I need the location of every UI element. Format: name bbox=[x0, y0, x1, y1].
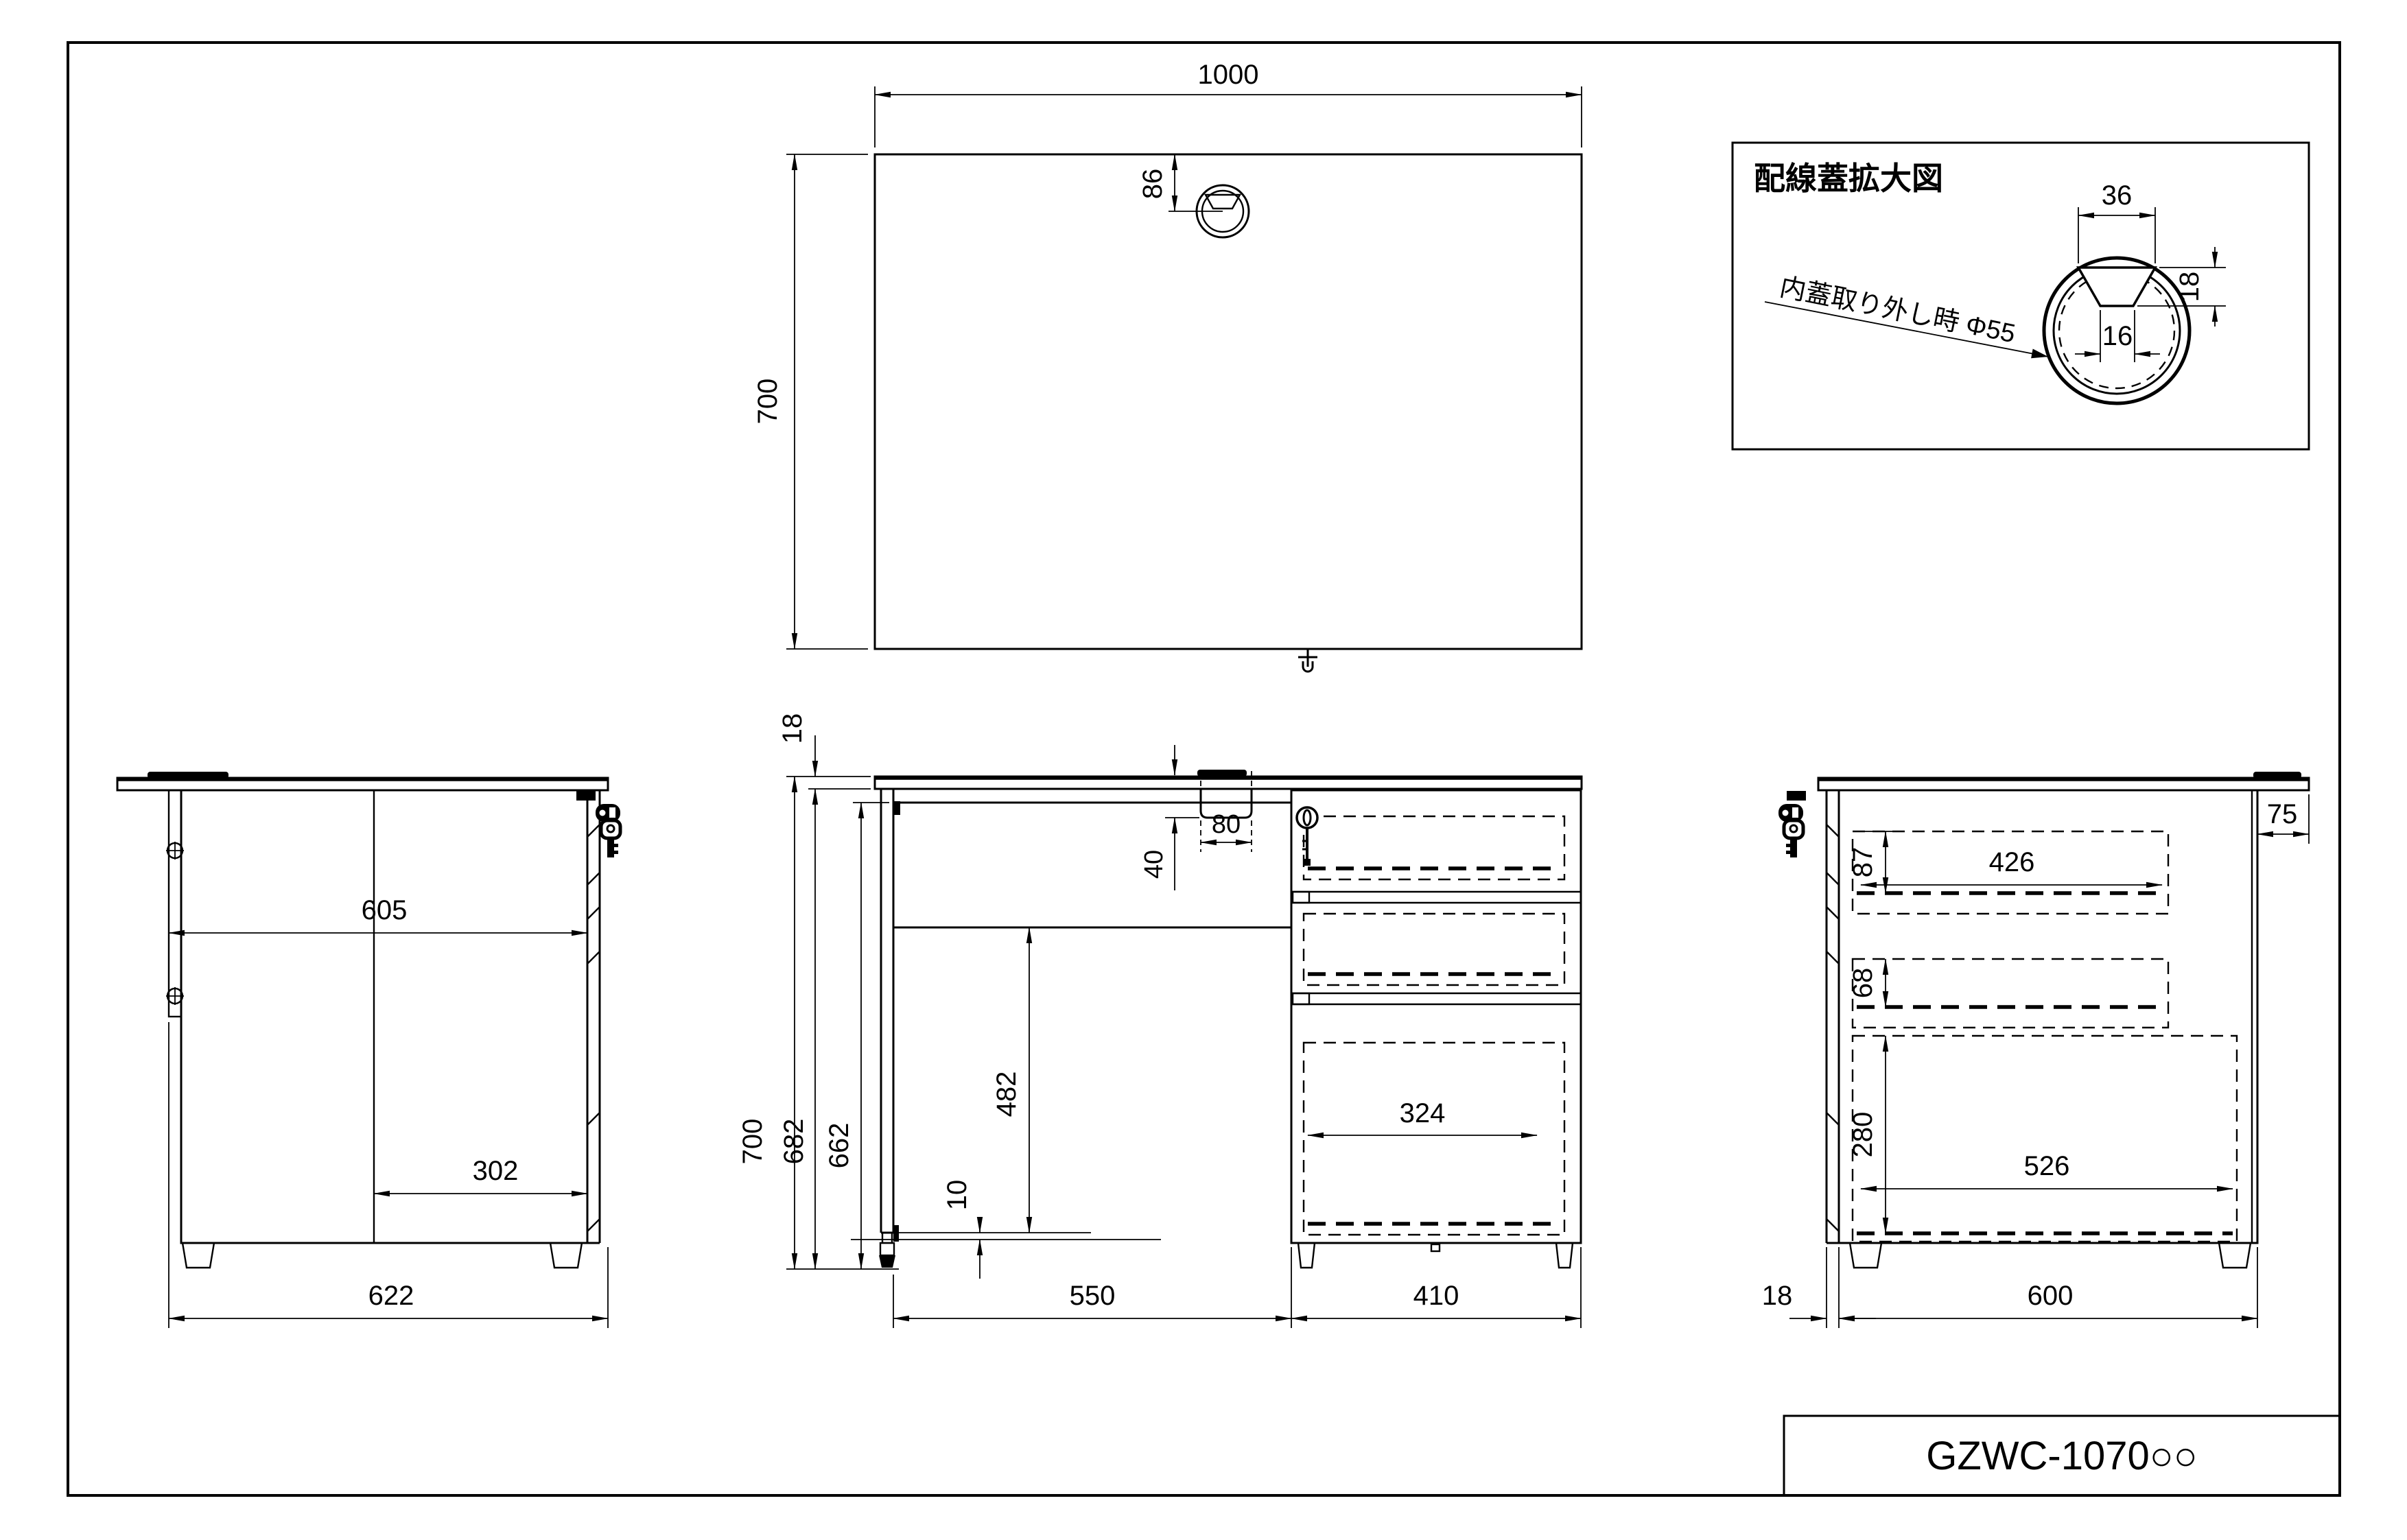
model-number: GZWC-1070○○ bbox=[1926, 1434, 2198, 1478]
dim-under-top-height: 682 bbox=[779, 1119, 809, 1165]
left-leg bbox=[879, 789, 900, 1268]
dim-top-thickness: 18 bbox=[777, 713, 808, 744]
dim-cover-bottom-width: 16 bbox=[2102, 321, 2133, 351]
dim-grommet-depth: 40 bbox=[1140, 850, 1169, 879]
detail-title: 配線蓋拡大図 bbox=[1754, 161, 1943, 196]
dim-front-thickness: 18 bbox=[1762, 1281, 1793, 1311]
dim-drawer-inner-width: 324 bbox=[1400, 1098, 1446, 1128]
detail-dimensions: 36 18 16 bbox=[2075, 180, 2226, 362]
dim-drawer3-depth: 526 bbox=[2024, 1151, 2070, 1181]
top-view-dimensions: 1000 700 86 bbox=[753, 60, 1582, 650]
lock-and-key-icon bbox=[1295, 806, 1319, 866]
dim-drawer1-height: 87 bbox=[1848, 847, 1878, 878]
title-block: GZWC-1070○○ bbox=[1783, 1414, 2341, 1497]
foot-glide bbox=[1848, 1242, 1883, 1269]
grommet-cover-edge bbox=[2253, 772, 2301, 779]
dim-top-width: 1000 bbox=[1198, 60, 1259, 90]
dim-drawer1-depth: 426 bbox=[1989, 847, 2035, 877]
dim-under-rail-height: 662 bbox=[824, 1123, 854, 1169]
dim-left-front-depth: 302 bbox=[473, 1156, 519, 1186]
dim-grommet-width: 80 bbox=[1212, 810, 1241, 839]
cam-fitting bbox=[1787, 791, 1806, 801]
dim-knee-width: 550 bbox=[1070, 1281, 1116, 1311]
dim-top-depth: 700 bbox=[753, 379, 783, 425]
drawer-edge-notches bbox=[1826, 824, 1840, 1232]
dim-cover-top-width: 36 bbox=[2102, 180, 2133, 211]
cable-tray bbox=[1199, 771, 1253, 852]
dim-adjuster-gap: 10 bbox=[942, 1180, 972, 1211]
dim-grommet-offset: 86 bbox=[1138, 169, 1168, 200]
sheet-frame bbox=[67, 41, 2341, 1497]
cam-fitting bbox=[576, 791, 596, 801]
dim-drawer3-height: 280 bbox=[1848, 1112, 1878, 1158]
back-panel bbox=[167, 789, 183, 1018]
dim-drawer2-height: 68 bbox=[1848, 968, 1878, 999]
drawer-edge-notches bbox=[587, 824, 600, 1232]
grommet-cover-edge bbox=[1197, 770, 1247, 777]
foot-glide bbox=[1555, 1242, 1574, 1269]
center-adjuster bbox=[1430, 1243, 1441, 1253]
dim-knee-clearance: 482 bbox=[991, 1071, 1022, 1117]
dim-back-overhang: 75 bbox=[2267, 799, 2298, 829]
front-view: 18 700 682 662 482 10 80 40 324 bbox=[738, 713, 1583, 1328]
detail-leader: 内蓋取り外し時 Φ55 bbox=[1764, 273, 2049, 359]
dim-pedestal-width: 410 bbox=[1413, 1281, 1459, 1311]
dim-left-inner-depth: 605 bbox=[362, 895, 408, 925]
left-view-dimensions: 605 302 622 bbox=[168, 895, 609, 1328]
lock-icon bbox=[1298, 649, 1317, 673]
grommet-cover-tab bbox=[2076, 266, 2158, 307]
foot-glide bbox=[181, 1242, 215, 1269]
foot-glide bbox=[2218, 1242, 2252, 1269]
top-view: 1000 700 86 bbox=[753, 60, 1583, 673]
detail-view: 配線蓋拡大図 36 18 16 内蓋取り外し時 Φ55 bbox=[1731, 141, 2310, 451]
dim-body-depth: 600 bbox=[2028, 1281, 2074, 1311]
left-side-view: 605 302 622 bbox=[116, 772, 622, 1328]
right-view-dimensions: 87 426 75 68 280 526 18 600 bbox=[1762, 794, 2310, 1328]
right-side-view: 87 426 75 68 280 526 18 600 bbox=[1762, 772, 2310, 1328]
grommet-cover-edge bbox=[148, 772, 228, 779]
pedestal bbox=[1290, 789, 1582, 1269]
foot-glide bbox=[549, 1242, 583, 1269]
front-view-dimensions: 18 700 682 662 482 10 80 40 324 bbox=[738, 713, 1582, 1328]
dim-cover-height: 18 bbox=[2174, 272, 2205, 303]
key-icon bbox=[1778, 804, 1805, 857]
dim-left-total-depth: 622 bbox=[368, 1281, 414, 1311]
dim-total-height: 700 bbox=[738, 1119, 768, 1165]
grommet-outer-ring bbox=[2042, 256, 2192, 405]
foot-glide bbox=[1297, 1242, 1316, 1269]
key-icon bbox=[596, 804, 622, 857]
